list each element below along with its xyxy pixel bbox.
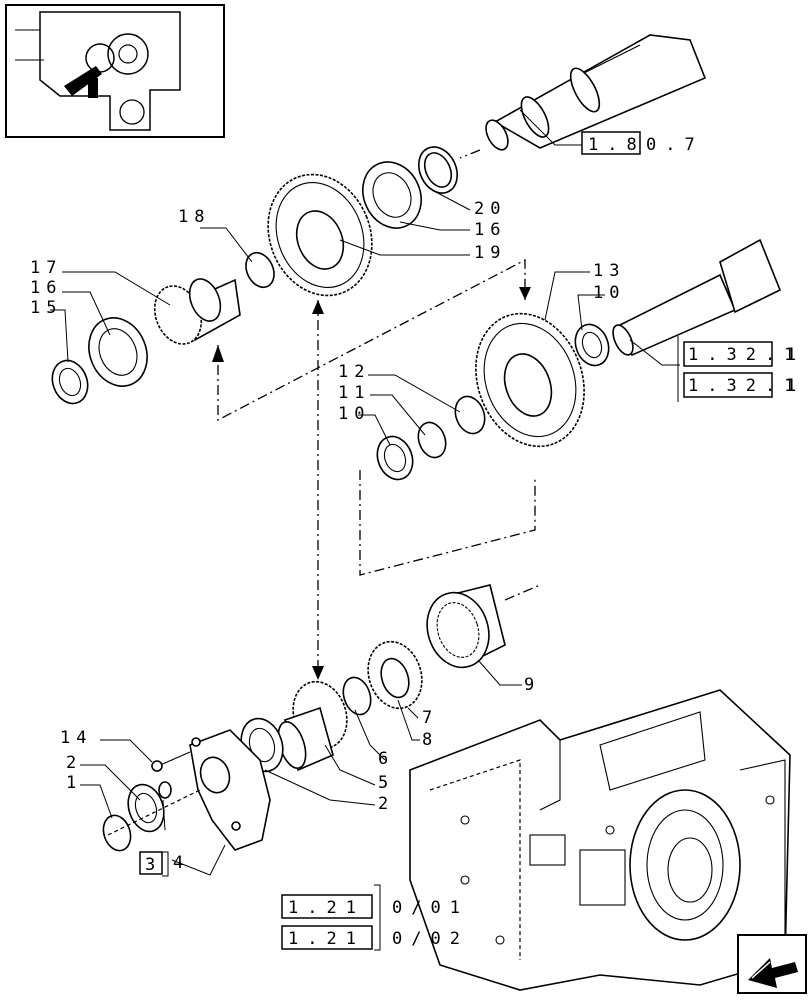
callout-18: 18 bbox=[178, 207, 210, 227]
callout-1: 1 bbox=[66, 773, 82, 793]
callout-9: 9 bbox=[524, 675, 540, 695]
gear-13 bbox=[475, 312, 585, 448]
ref-tail-text: 1 bbox=[786, 376, 805, 396]
transmission-housing bbox=[409, 689, 791, 991]
next-page-arrow-icon[interactable] bbox=[737, 934, 807, 994]
leader-lines bbox=[50, 109, 680, 876]
callout-2-left: 2 bbox=[66, 753, 82, 773]
callout-10-left: 10 bbox=[338, 404, 370, 424]
callout-6: 6 bbox=[378, 749, 394, 769]
ref-box-text: 1.8 bbox=[588, 135, 646, 155]
ref-1-8-0-7[interactable]: 1.8 0.7 bbox=[581, 131, 704, 155]
callout-19: 19 bbox=[474, 243, 506, 263]
callout-2-right: 2 bbox=[378, 794, 394, 814]
callout-11: 11 bbox=[338, 383, 370, 403]
output-shaft-assembly bbox=[459, 34, 707, 159]
callout-16-left: 16 bbox=[30, 278, 62, 298]
support-bracket-4 bbox=[189, 729, 271, 851]
callout-16-top: 16 bbox=[474, 220, 506, 240]
ref-1-21-0-01[interactable]: 1.21 0/01 bbox=[281, 884, 469, 951]
callout-20: 20 bbox=[474, 199, 506, 219]
callout-7: 7 bbox=[422, 708, 438, 728]
callout-12: 12 bbox=[338, 362, 370, 382]
ref-tail-text: 0/02 bbox=[392, 929, 469, 949]
pinion-shaft bbox=[612, 238, 782, 357]
callout-14: 14 bbox=[60, 728, 92, 748]
ref-tail-text: 1 bbox=[786, 345, 805, 365]
callout-17: 17 bbox=[30, 258, 62, 278]
ref-box-text: 1.32.1 bbox=[688, 376, 803, 396]
ref-box-text: 1.32.1 bbox=[688, 345, 803, 365]
ref-tail-text: 0/01 bbox=[392, 898, 469, 918]
ref-1-21-0-02[interactable]: 1.21 0/02 bbox=[281, 925, 469, 950]
callout-13: 13 bbox=[593, 261, 625, 281]
ref-box-text: 1.21 bbox=[288, 929, 365, 949]
location-thumbnail bbox=[5, 4, 225, 138]
coupler-9 bbox=[426, 584, 506, 669]
callout-15: 15 bbox=[30, 298, 62, 318]
ref-box-text: 3 bbox=[145, 855, 164, 875]
ref-tail-text: 0.7 bbox=[646, 135, 704, 155]
callout-10-right: 10 bbox=[593, 283, 625, 303]
ref-1-32-1-b[interactable]: 1.32.1 1 bbox=[683, 372, 805, 398]
callout-5: 5 bbox=[378, 773, 394, 793]
callout-4: 4 bbox=[173, 853, 189, 873]
gear-shaft-17 bbox=[153, 278, 241, 345]
ref-3[interactable]: 3 bbox=[139, 851, 169, 877]
callout-8: 8 bbox=[422, 730, 438, 750]
gear-19 bbox=[267, 173, 373, 297]
callout-labels: 20 16 19 18 17 16 15 13 10 12 11 10 9 7 … bbox=[30, 199, 625, 873]
ref-box-text: 1.21 bbox=[288, 898, 365, 918]
ref-1-32-1-a[interactable]: 1.32.1 1 bbox=[677, 336, 805, 402]
